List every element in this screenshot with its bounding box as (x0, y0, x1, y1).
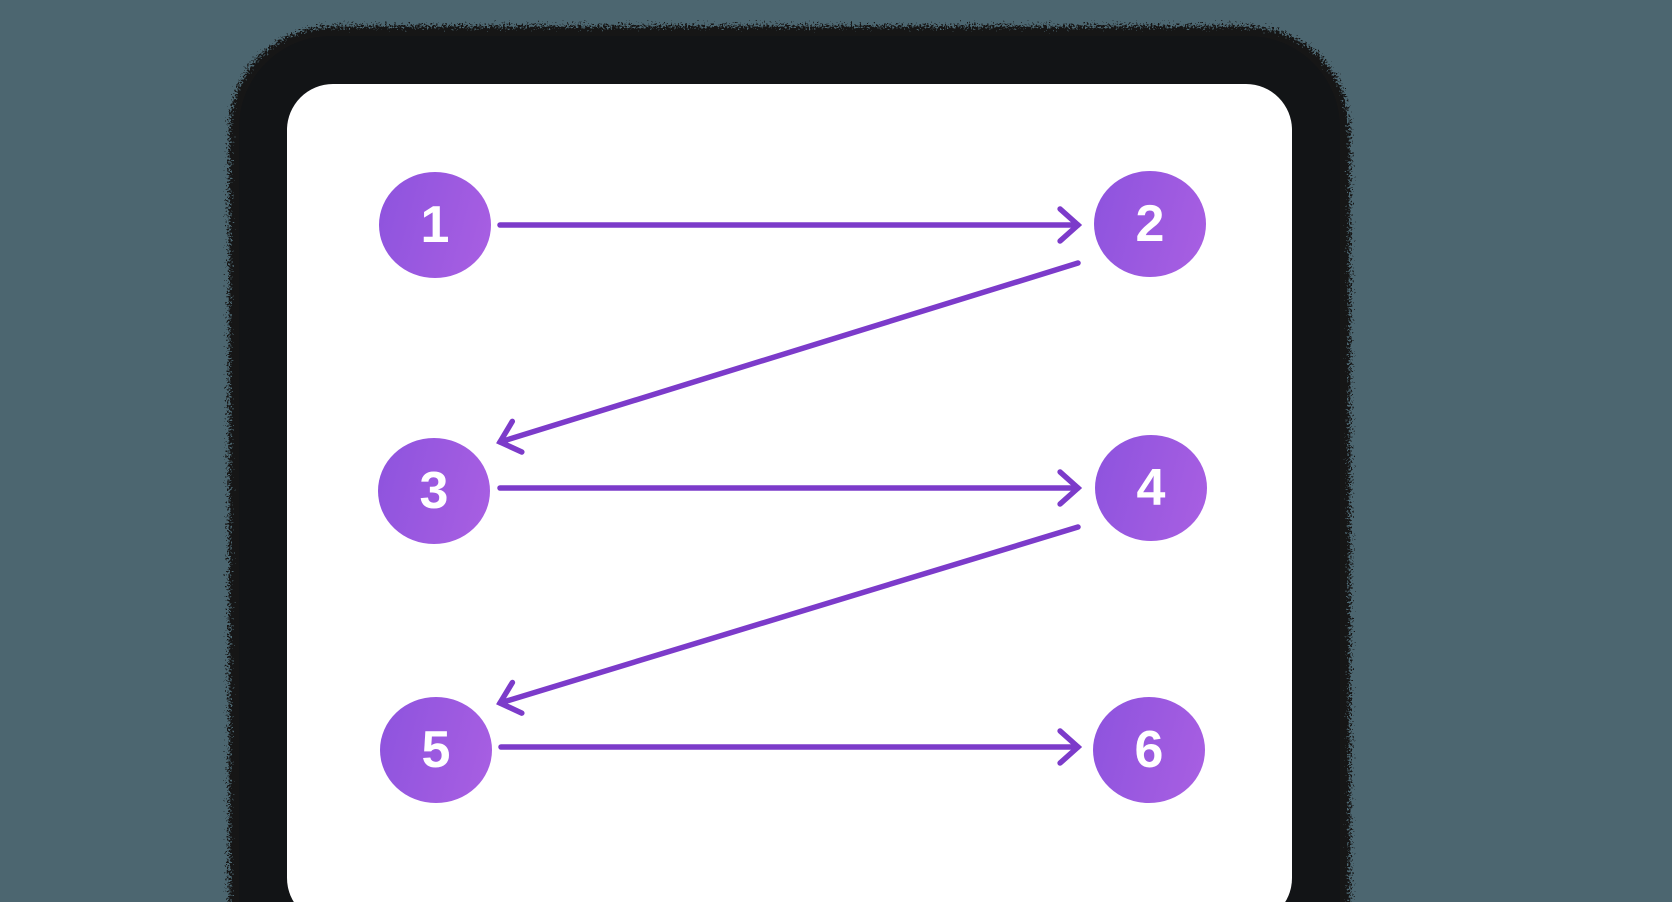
step-node-1: 1 (379, 172, 491, 278)
step-number: 5 (421, 721, 451, 779)
step-number: 2 (1135, 195, 1165, 253)
step-node-3: 3 (378, 438, 490, 544)
step-number: 3 (419, 462, 449, 520)
step-node-5: 5 (380, 697, 492, 803)
step-node-4: 4 (1095, 435, 1207, 541)
step-number: 1 (420, 196, 450, 254)
step-node-6: 6 (1093, 697, 1205, 803)
step-node-2: 2 (1094, 171, 1206, 277)
step-number: 6 (1134, 721, 1164, 779)
step-number: 4 (1136, 459, 1166, 517)
